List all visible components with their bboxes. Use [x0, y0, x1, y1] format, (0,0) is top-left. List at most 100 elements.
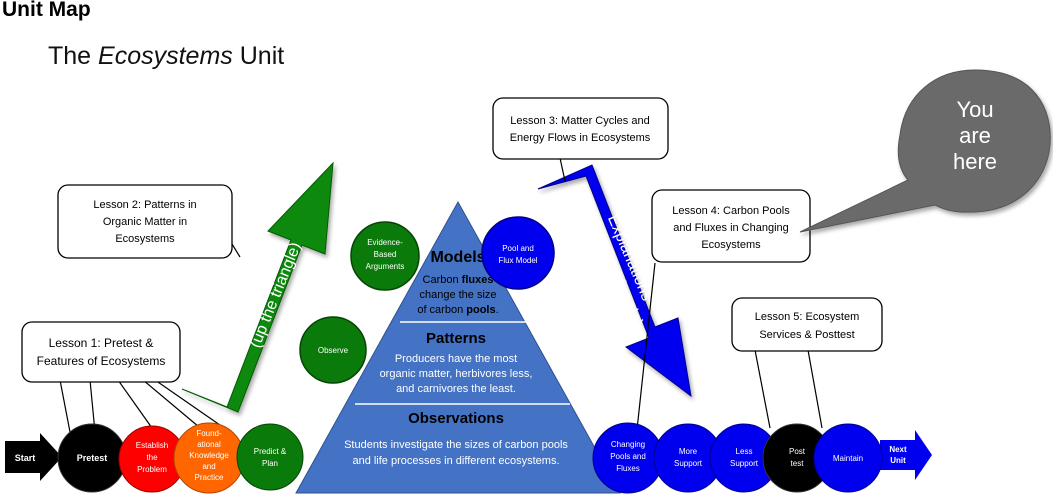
pyramid: Models Carbon fluxes change the size of …: [295, 200, 621, 494]
models-line3: of carbon pools.: [417, 304, 498, 316]
establish-line3: Problem: [137, 465, 167, 474]
post-test-line2: test: [791, 459, 805, 468]
more-support-line2: Support: [674, 459, 703, 468]
models-line2: change the size: [419, 289, 496, 301]
less-support-line1: Less: [736, 447, 753, 456]
lesson1-pointer-d: [142, 379, 206, 433]
lesson3-callout: Lesson 3: Matter Cycles and Energy Flows…: [492, 97, 669, 160]
observations-title: Observations: [408, 410, 504, 427]
lesson1-pointer-c: [117, 379, 153, 429]
evidence-based-arguments-circle: Evidence- Based Arguments: [350, 221, 420, 291]
models-title: Models: [430, 249, 485, 266]
lesson2-line1: Lesson 2: Patterns in: [93, 199, 196, 211]
lesson4-line3: Ecosystems: [701, 239, 761, 251]
models-line1: Carbon fluxes: [423, 274, 494, 286]
lesson1-pointer-e: [154, 379, 231, 433]
explanations-arrow-shape: [537, 164, 692, 398]
changing-pools-circle: Changing Pools and Fluxes: [592, 422, 664, 494]
predict-line2: Plan: [262, 459, 278, 468]
you-are-here-bubble: [799, 69, 1051, 233]
start-arrow: Start: [5, 433, 62, 481]
lesson2-line2: Organic Matter in: [103, 216, 187, 228]
lesson4-line2: and Fluxes in Changing: [673, 222, 789, 234]
lesson1-line2: Features of Ecosystems: [37, 354, 166, 368]
foundational-line3: Knowledge: [189, 451, 229, 460]
lesson4-pointer: [634, 262, 656, 449]
establish-line1: Establish: [136, 441, 168, 450]
lesson4-line1: Lesson 4: Carbon Pools: [672, 205, 790, 217]
next-unit-line2: Unit: [890, 456, 906, 465]
lesson2-line3: Ecosystems: [115, 233, 175, 245]
foundational-line5: Practice: [195, 473, 224, 482]
lesson5-callout: Lesson 5: Ecosystem Services & Posttest: [731, 297, 883, 352]
pool-flux-line2: Flux Model: [498, 256, 537, 265]
unit-title-suffix: Unit: [232, 42, 285, 70]
lesson2-pointer: [231, 243, 241, 258]
inquiry-arrow: [181, 161, 334, 413]
observe-circle: Observe: [299, 316, 367, 384]
evidence-line1: Evidence-: [367, 238, 403, 247]
you-are-here-shape: [799, 69, 1051, 233]
patterns-title: Patterns: [426, 330, 486, 347]
establish-line2: the: [146, 453, 158, 462]
lesson5-pointer-a: [754, 349, 771, 429]
lesson3-pointer: [559, 157, 566, 182]
inquiry-arrow-shape: [181, 161, 334, 413]
next-unit-arrow: Next Unit: [880, 430, 932, 480]
more-support-line1: More: [679, 447, 698, 456]
patterns-line2: organic matter, herbivores less,: [380, 368, 533, 380]
post-test-line1: Post: [789, 447, 806, 456]
models-line3-bold: pools: [466, 304, 495, 316]
patterns-line3: and carnivores the least.: [396, 383, 516, 395]
timeline: Pretest Establish the Problem Found- ati…: [57, 422, 883, 494]
unit-title-prefix: The: [48, 42, 99, 70]
unit-title: The Ecosystems Unit: [48, 42, 284, 71]
pretest-circle: Pretest: [57, 423, 127, 493]
lesson4-callout: Lesson 4: Carbon Pools and Fluxes in Cha…: [651, 189, 811, 263]
pool-flux-line1: Pool and: [502, 244, 534, 253]
inquiry-label: Inquiry (up the triangle): [241, 240, 304, 350]
foundational-line2: ational: [197, 440, 221, 449]
lesson1-pointer-b: [89, 379, 96, 433]
predict-plan-circle: Predict & Plan: [236, 423, 304, 491]
changing-line2: Pools and: [610, 452, 646, 461]
lesson3-line2: Energy Flows in Ecosystems: [510, 132, 651, 144]
lesson5-line1: Lesson 5: Ecosystem: [755, 311, 860, 323]
next-unit-line1: Next: [889, 445, 907, 454]
you-label: You: [956, 97, 993, 122]
here-label: here: [953, 149, 997, 174]
lesson3-line1: Lesson 3: Matter Cycles and: [510, 115, 649, 127]
maintain-label: Maintain: [833, 454, 863, 463]
lesson1-line1: Lesson 1: Pretest &: [49, 336, 154, 350]
next-unit-arrow-shape: [880, 430, 932, 480]
evidence-line3: Arguments: [366, 262, 405, 271]
models-line1-prefix: Carbon: [423, 274, 462, 286]
lesson2-callout: Lesson 2: Patterns in Organic Matter in …: [57, 184, 233, 259]
changing-line3: Fluxes: [616, 464, 640, 473]
observations-line2: and life processes in different ecosyste…: [352, 455, 559, 467]
start-arrow-shape: [5, 433, 62, 481]
callout-pointers: [59, 157, 823, 449]
start-label: Start: [15, 453, 36, 463]
unit-title-emphasis: Ecosystems: [98, 42, 233, 70]
predict-line1: Predict &: [254, 447, 287, 456]
less-support-line2: Support: [730, 459, 759, 468]
unit-map-heading: Unit Map: [2, 0, 91, 21]
are-label: are: [959, 123, 991, 148]
foundational-line4: and: [202, 462, 215, 471]
evidence-line2: Based: [374, 250, 397, 259]
models-line3-suffix: .: [496, 304, 499, 316]
models-line3-prefix: of carbon: [417, 304, 466, 316]
observe-label: Observe: [318, 346, 349, 355]
patterns-line1: Producers have the most: [395, 353, 517, 365]
models-line1-bold: fluxes: [462, 274, 494, 286]
pool-and-flux-model-circle: Pool and Flux Model: [481, 216, 555, 290]
lesson5-line2: Services & Posttest: [759, 329, 854, 341]
changing-line1: Changing: [611, 440, 645, 449]
observations-line1: Students investigate the sizes of carbon…: [344, 439, 568, 451]
maintain-circle: Maintain: [813, 423, 883, 493]
foundational-knowledge-circle: Found- ational Knowledge and Practice: [173, 422, 245, 494]
lesson5-pointer-b: [807, 349, 823, 429]
lesson1-pointer-a: [59, 379, 71, 433]
